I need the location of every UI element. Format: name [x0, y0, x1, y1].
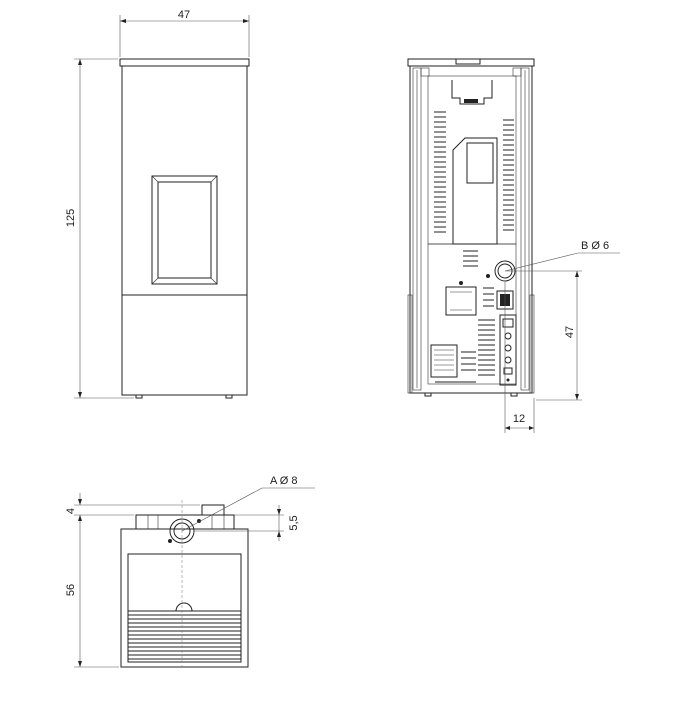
front-top-cap	[119, 58, 250, 67]
front-view: 47 125	[65, 9, 250, 399]
back-pipe-height-label: 47	[564, 326, 576, 338]
back-right-rail	[520, 67, 530, 391]
front-width-label: 47	[178, 9, 190, 21]
back-foot-left	[424, 392, 432, 397]
top-burner-arc	[175, 602, 193, 612]
back-foot-right	[510, 392, 518, 397]
front-door-frame	[151, 175, 218, 285]
back-view: B Ø 6 47 12	[407, 58, 620, 433]
top-view: A Ø 8 5,5 4 56	[65, 475, 315, 668]
top-firebox	[127, 553, 242, 663]
back-bottom-box	[430, 344, 458, 378]
front-door-glass	[157, 181, 212, 279]
back-top-cap	[407, 58, 535, 67]
back-display-window	[466, 142, 494, 184]
front-foot-right	[225, 394, 233, 399]
front-body	[121, 65, 248, 396]
back-hanging-bracket	[451, 80, 493, 105]
back-vent-left	[434, 111, 446, 233]
back-lower-panel	[427, 243, 517, 385]
front-foot-left	[135, 394, 143, 399]
top-pipe-a-label: A Ø 8	[270, 475, 298, 487]
top-rear-strip	[135, 514, 235, 530]
top-pipe-offset-label: 5,5	[288, 515, 300, 530]
back-body	[409, 65, 533, 394]
back-pipe-b-label: B Ø 6	[581, 240, 609, 252]
back-fan-box	[445, 286, 477, 316]
top-offset-4-label: 4	[65, 508, 77, 514]
back-control-box	[452, 137, 498, 245]
back-connection-panel	[499, 314, 517, 386]
top-grille	[128, 610, 241, 660]
top-body	[120, 528, 249, 668]
front-height-label: 125	[65, 209, 77, 227]
back-pipe-offset-label: 12	[513, 413, 525, 425]
back-vent-right	[503, 119, 514, 231]
top-depth-label: 56	[65, 584, 77, 596]
top-outlet-box	[201, 504, 225, 516]
back-left-rail	[412, 67, 422, 391]
